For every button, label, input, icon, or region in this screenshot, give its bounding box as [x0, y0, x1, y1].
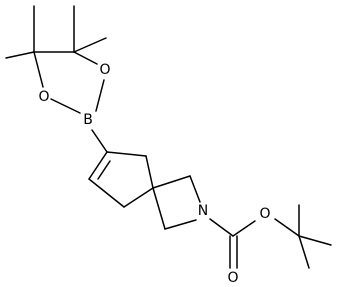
bond-ch2-lower-alkene	[88, 178, 125, 208]
bond-tbu-methyl-down	[298, 235, 310, 269]
bond-c5-methyl-right	[73, 37, 107, 53]
bond-n-azetidine-lower	[164, 219, 197, 230]
atom-n: N	[198, 203, 208, 219]
atom-o-carbonyl: O	[227, 270, 238, 286]
bond-azetidine-upper-n	[189, 175, 201, 203]
bond-n-carbonyl-c	[209, 218, 234, 237]
bond-tbu-methyl-right	[298, 235, 332, 246]
bond-o-ester-tbu-c	[274, 218, 300, 237]
atom-o-ester: O	[259, 206, 270, 222]
atom-o-ring-upper: O	[99, 62, 110, 78]
bond-c4-methyl-left	[5, 51, 35, 59]
bond-b-c-alkene	[91, 129, 108, 153]
bond-alkene-c-ch2	[106, 151, 147, 157]
bond-o-upper-c5	[73, 51, 98, 65]
bond-alkene-double-inner	[97, 160, 111, 180]
bond-b-o-upper	[95, 79, 105, 112]
bond-c4-o-lower	[33, 51, 44, 88]
bond-spiro-azetidine-upper	[152, 175, 191, 189]
bond-o-lower-b	[50, 98, 81, 114]
atom-o-ring-lower: O	[38, 89, 49, 105]
bond-carbonyl-c-o-ester	[232, 220, 256, 237]
atom-b: B	[83, 112, 93, 128]
bond-spiro-ch2-lower	[123, 187, 154, 208]
bond-alkene-double-outer	[88, 151, 108, 180]
bond-azetidine-lower-spiro	[152, 187, 166, 230]
bond-ch2-spiro	[145, 155, 154, 189]
